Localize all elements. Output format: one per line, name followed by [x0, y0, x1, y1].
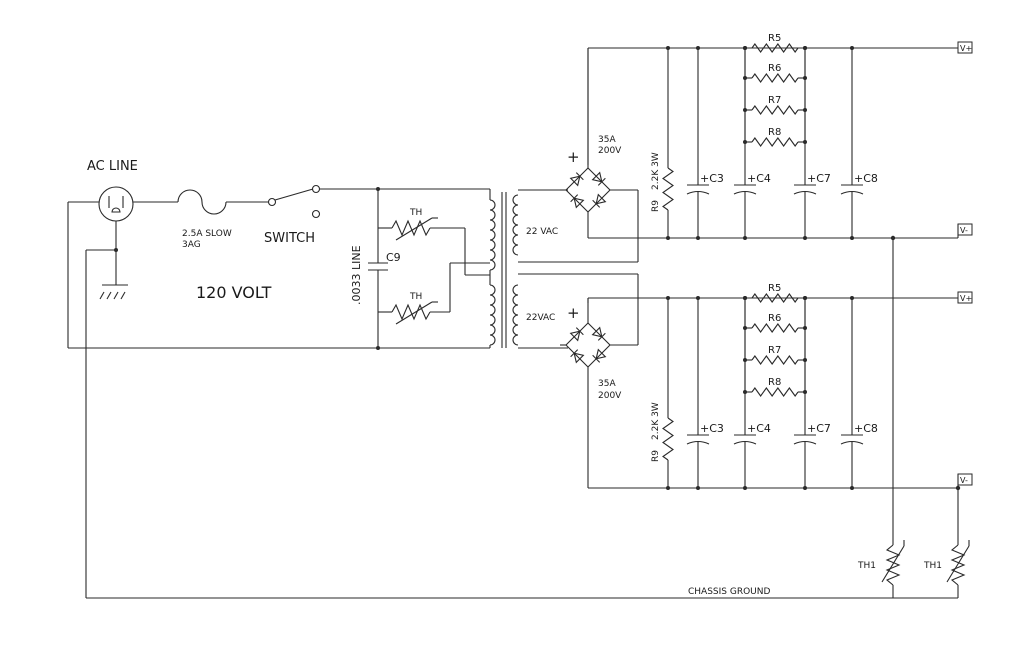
resistor-label-r6: R6: [768, 313, 781, 324]
cap-line-label: .0033 LINE: [350, 245, 363, 305]
fuse: 2.5A SLOW 3AG: [177, 189, 268, 250]
terminal-vplus: [957, 41, 973, 54]
capacitor-label-c7: +C7: [807, 422, 831, 435]
th1-b-label: TH1: [923, 561, 942, 571]
fuse-type-label: 3AG: [182, 240, 201, 250]
secondary-a-label: 22 VAC: [526, 227, 558, 237]
bridge-volts-label: 200V: [598, 391, 622, 401]
line-capacitor-c9: C9 .0033 LINE: [350, 189, 401, 348]
thermistor-upper: TH: [378, 208, 490, 276]
fuse-rating-label: 2.5A SLOW: [182, 229, 232, 239]
bridge-amps-label: 35A: [598, 135, 616, 145]
capacitor-label-c3: +C3: [700, 172, 724, 185]
capacitor-label-c4: +C4: [747, 422, 771, 435]
chassis-ground: CHASSIS GROUND TH1 TH1: [86, 238, 970, 599]
capacitor-label-c7: +C7: [807, 172, 831, 185]
c9-label: C9: [386, 251, 401, 264]
switch-label: SWITCH: [264, 231, 315, 246]
thermistor-th1-b: TH1: [923, 540, 970, 586]
earth-ground-symbol: [99, 221, 128, 300]
r9-value-label: 2.2K 3W: [651, 152, 661, 190]
th1-a-label: TH1: [857, 561, 876, 571]
bridge-rectifier: [565, 322, 611, 368]
capacitor-label-c8: +C8: [854, 422, 878, 435]
bridge-plus-label: +: [567, 304, 580, 322]
secondary-b-label: 22VAC: [526, 313, 555, 323]
resistor-label-r7: R7: [768, 95, 781, 106]
transformer: 22 VAC 22VAC: [489, 189, 638, 349]
ac-receptacle: [98, 186, 134, 222]
capacitor-label-c4: +C4: [747, 172, 771, 185]
thermistor-th1-a: TH1: [857, 540, 905, 586]
r9-value-label: 2.2K 3W: [651, 402, 661, 440]
ac-line-label: AC LINE: [87, 159, 138, 174]
r9-label: R9: [651, 200, 661, 212]
capacitor-label-c8: +C8: [854, 172, 878, 185]
thermistor-lower: TH: [378, 262, 490, 325]
resistor-label-r5: R5: [768, 283, 781, 294]
terminal-vplus: [957, 291, 973, 304]
chassis-ground-label: CHASSIS GROUND: [688, 587, 770, 597]
th-lower-label: TH: [409, 292, 422, 302]
th-upper-label: TH: [409, 208, 422, 218]
r9-label: R9: [651, 450, 661, 462]
terminal-vminus-label: V-: [960, 226, 968, 235]
bridge-volts-label: 200V: [598, 146, 622, 156]
ac-line-section: AC LINE: [67, 159, 178, 598]
resistor-label-r8: R8: [768, 127, 781, 138]
bridge-plus-label: +: [567, 148, 580, 166]
resistor-label-r5: R5: [768, 33, 781, 44]
terminal-vminus-label: V-: [960, 476, 968, 485]
resistor-label-r6: R6: [768, 63, 781, 74]
resistor-label-r8: R8: [768, 377, 781, 388]
terminal-vplus-label: V+: [960, 294, 972, 303]
bridge-amps-label: 35A: [598, 379, 616, 389]
resistor-label-r7: R7: [768, 345, 781, 356]
power-switch: SWITCH: [264, 184, 378, 246]
bridge-rectifier: [565, 167, 611, 213]
terminal-vplus-label: V+: [960, 44, 972, 53]
capacitor-label-c3: +C3: [700, 422, 724, 435]
voltage-label: 120 VOLT: [196, 283, 272, 302]
